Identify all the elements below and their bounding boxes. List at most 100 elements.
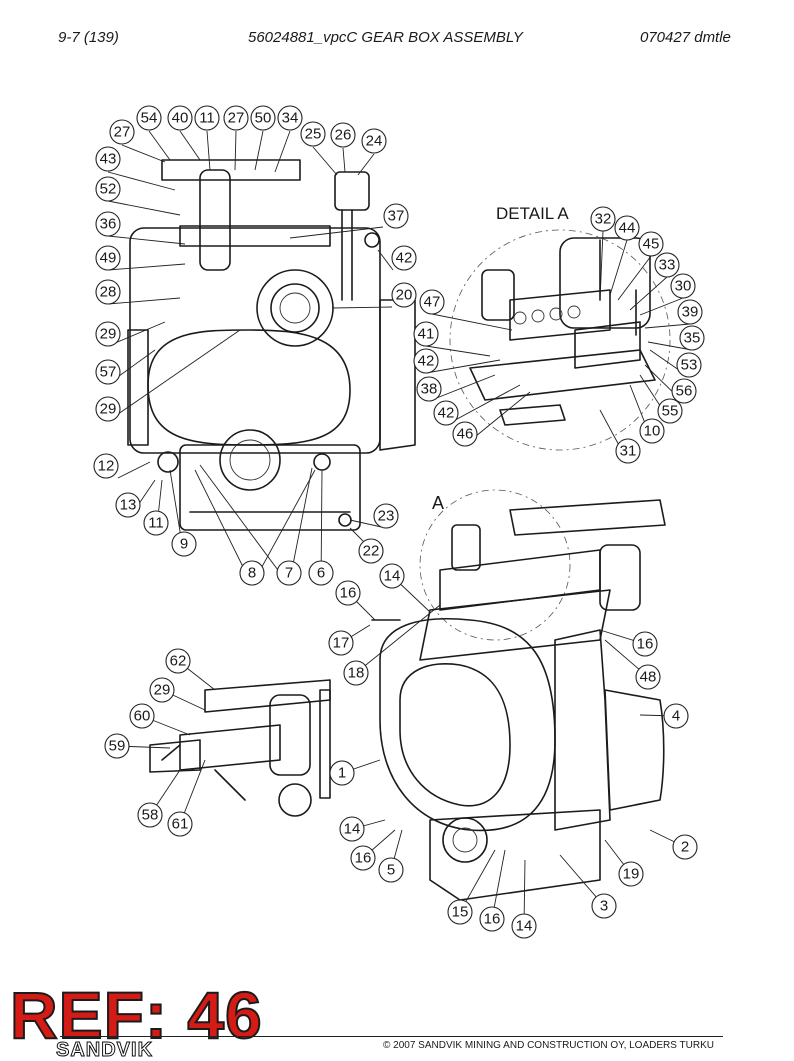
svg-text:39: 39 <box>682 304 699 321</box>
svg-text:45: 45 <box>643 236 660 253</box>
svg-text:27: 27 <box>114 124 131 141</box>
svg-text:57: 57 <box>100 364 117 381</box>
callout-52: 52 <box>95 176 121 202</box>
callout-38: 38 <box>416 376 442 402</box>
svg-text:44: 44 <box>619 220 636 237</box>
svg-text:26: 26 <box>335 127 352 144</box>
callout-13: 13 <box>115 492 141 518</box>
callout-54: 54 <box>136 105 162 131</box>
svg-text:22: 22 <box>363 543 380 560</box>
inset-side-view <box>149 679 331 817</box>
svg-text:4: 4 <box>672 708 680 725</box>
svg-text:47: 47 <box>424 294 441 311</box>
callout-36: 36 <box>95 211 121 237</box>
svg-text:16: 16 <box>355 850 372 867</box>
svg-text:16: 16 <box>484 911 501 928</box>
callout-56: 56 <box>671 378 697 404</box>
callout-55: 55 <box>657 398 683 424</box>
svg-text:35: 35 <box>684 330 701 347</box>
callout-24: 24 <box>361 128 387 154</box>
svg-text:41: 41 <box>418 326 435 343</box>
callout-42: 42 <box>433 400 459 426</box>
callout-balloons: 54 40 11 27 50 34 27 25 26 24 43 52 36 3… <box>93 105 705 939</box>
callout-10: 10 <box>639 418 665 444</box>
callout-62: 62 <box>165 648 191 674</box>
callout-11: 11 <box>194 105 220 131</box>
svg-text:29: 29 <box>100 401 117 418</box>
copyright-notice: © 2007 SANDVIK MINING AND CONSTRUCTION O… <box>383 1040 714 1051</box>
page-number: 9-7 (139) <box>58 29 119 46</box>
callout-7: 7 <box>276 560 302 586</box>
svg-text:33: 33 <box>659 257 676 274</box>
callout-4: 4 <box>663 703 689 729</box>
svg-text:42: 42 <box>396 250 413 267</box>
callout-19: 19 <box>618 861 644 887</box>
callout-41: 41 <box>413 321 439 347</box>
document-title: 56024881_vpcC GEAR BOX ASSEMBLY <box>248 29 523 46</box>
callout-35: 35 <box>679 325 705 351</box>
callout-18: 18 <box>343 660 369 686</box>
svg-text:28: 28 <box>100 284 117 301</box>
callout-49: 49 <box>95 245 121 271</box>
svg-text:18: 18 <box>348 665 365 682</box>
svg-text:15: 15 <box>452 904 469 921</box>
svg-text:13: 13 <box>120 497 137 514</box>
callout-29: 29 <box>95 396 121 422</box>
svg-text:29: 29 <box>100 326 117 343</box>
callout-16: 16 <box>632 631 658 657</box>
svg-text:49: 49 <box>100 250 117 267</box>
svg-text:9: 9 <box>180 536 188 553</box>
ref-stamp: REF: 46 <box>9 978 263 1052</box>
svg-text:16: 16 <box>637 636 654 653</box>
callout-47: 47 <box>419 289 445 315</box>
svg-text:55: 55 <box>662 403 679 420</box>
svg-text:62: 62 <box>170 653 187 670</box>
svg-text:16: 16 <box>340 585 357 602</box>
svg-text:3: 3 <box>600 898 608 915</box>
callout-42: 42 <box>413 348 439 374</box>
svg-text:17: 17 <box>333 635 350 652</box>
svg-text:1: 1 <box>338 765 346 782</box>
svg-text:24: 24 <box>366 133 383 150</box>
svg-text:5: 5 <box>387 862 395 879</box>
callout-16: 16 <box>335 580 361 606</box>
sandvik-logo: SANDVIK <box>55 1039 154 1061</box>
svg-text:31: 31 <box>620 443 637 460</box>
svg-text:29: 29 <box>154 682 171 699</box>
svg-text:8: 8 <box>248 565 256 582</box>
svg-text:61: 61 <box>172 816 189 833</box>
svg-text:6: 6 <box>317 565 325 582</box>
callout-16: 16 <box>350 845 376 871</box>
svg-text:54: 54 <box>141 110 158 127</box>
callout-27: 27 <box>223 105 249 131</box>
callout-57: 57 <box>95 359 121 385</box>
callout-22: 22 <box>358 538 384 564</box>
callout-5: 5 <box>378 857 404 883</box>
detail-a-view <box>449 229 671 451</box>
svg-text:36: 36 <box>100 216 117 233</box>
callout-53: 53 <box>676 352 702 378</box>
callout-59: 59 <box>104 733 130 759</box>
svg-text:42: 42 <box>418 353 435 370</box>
svg-text:52: 52 <box>100 181 117 198</box>
callout-1: 1 <box>329 760 355 786</box>
svg-text:50: 50 <box>255 110 272 127</box>
svg-text:56: 56 <box>676 383 693 400</box>
svg-text:19: 19 <box>623 866 640 883</box>
callout-42: 42 <box>391 245 417 271</box>
isometric-view <box>371 489 666 901</box>
callout-14: 14 <box>339 816 365 842</box>
svg-text:23: 23 <box>378 508 395 525</box>
svg-text:14: 14 <box>516 918 533 935</box>
callout-8: 8 <box>239 560 265 586</box>
callout-44: 44 <box>614 215 640 241</box>
callout-16: 16 <box>479 906 505 932</box>
svg-text:25: 25 <box>305 126 322 143</box>
callout-50: 50 <box>250 105 276 131</box>
callout-60: 60 <box>129 703 155 729</box>
svg-text:38: 38 <box>421 381 438 398</box>
view-a-label: A <box>432 493 445 513</box>
svg-text:34: 34 <box>282 110 299 127</box>
svg-text:20: 20 <box>396 287 413 304</box>
